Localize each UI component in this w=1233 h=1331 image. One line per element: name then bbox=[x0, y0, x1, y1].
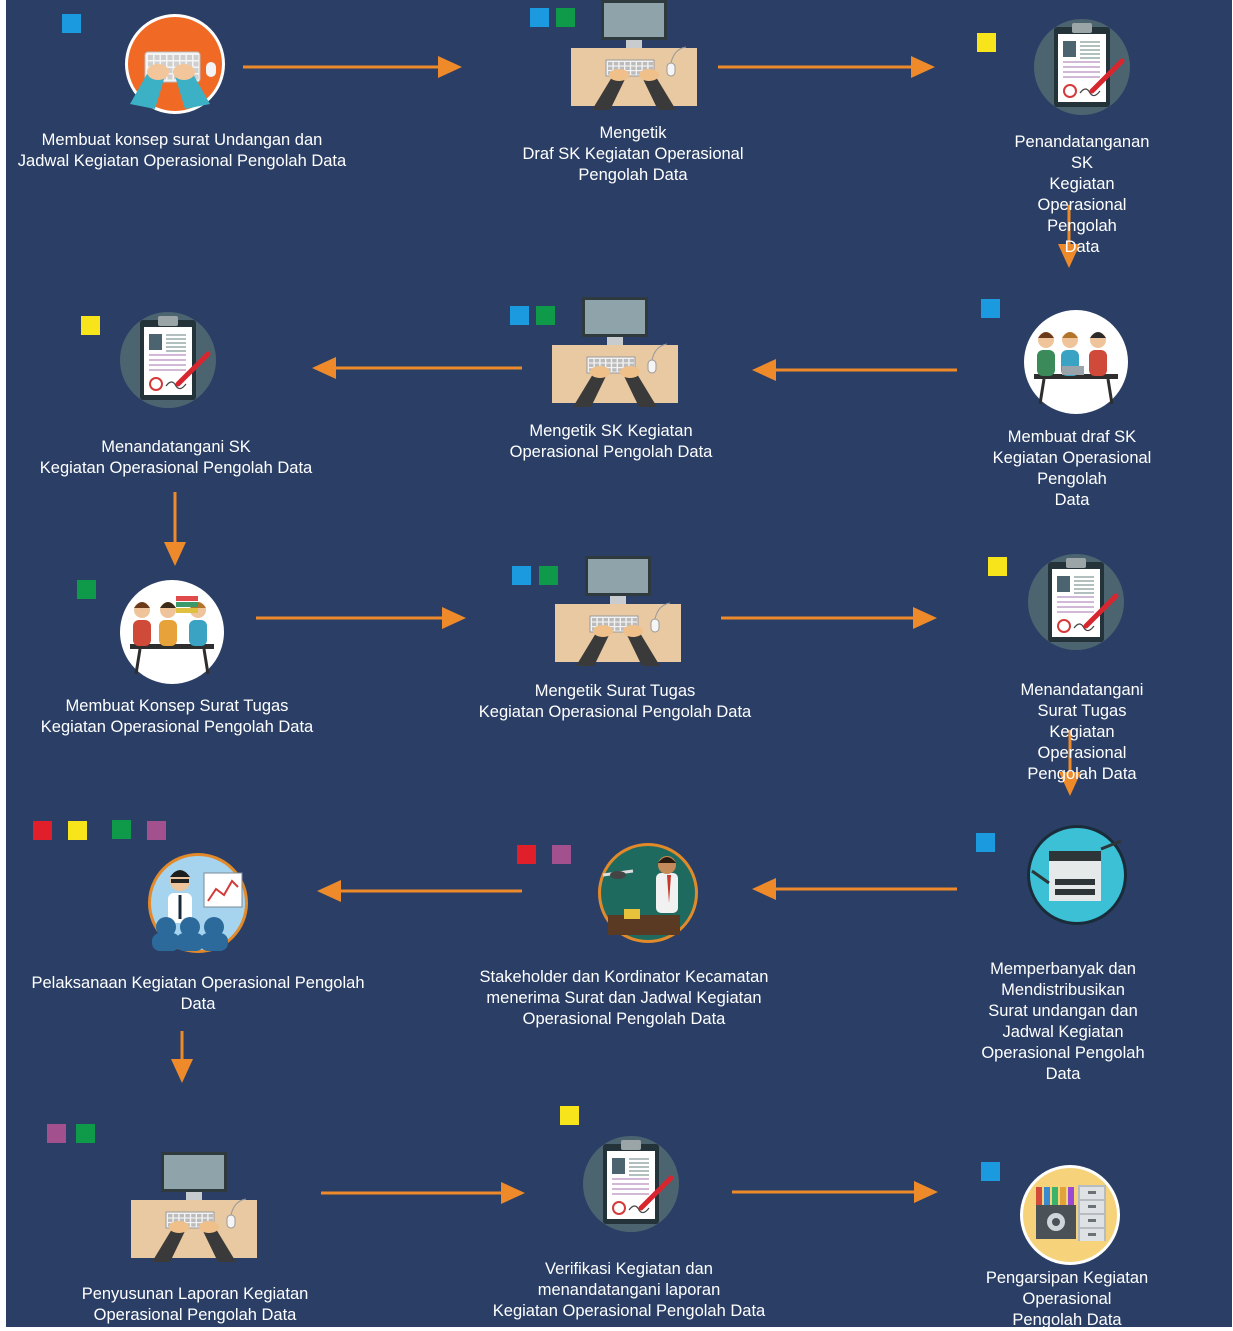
yellow-role-marker bbox=[560, 1106, 579, 1125]
flow-arrow bbox=[752, 359, 957, 381]
flow-arrow bbox=[732, 1181, 938, 1203]
purple-role-marker bbox=[47, 1124, 66, 1143]
blue-role-marker bbox=[976, 833, 995, 852]
step-caption: Penandatanganan SK Kegiatan Operasional … bbox=[1014, 133, 1150, 256]
yellow-role-marker bbox=[81, 316, 100, 335]
step-caption: Menandatangani SK Kegiatan Operasional P… bbox=[39, 438, 313, 477]
flow-arrow bbox=[1059, 730, 1081, 796]
step-caption: Mengetik SK Kegiatan Operasional Pengola… bbox=[509, 422, 713, 461]
green-role-marker bbox=[556, 8, 575, 27]
flow-arrow bbox=[321, 1182, 525, 1204]
step-caption: Memperbanyak dan Mendistribusikan Surat … bbox=[981, 960, 1145, 1083]
step-caption: Mengetik Surat Tugas Kegiatan Operasiona… bbox=[478, 682, 752, 721]
blue-role-marker bbox=[530, 8, 549, 27]
hands-typing-keyboard-icon bbox=[125, 14, 225, 114]
step-caption: Mengetik Draf SK Kegiatan Operasional Pe… bbox=[522, 124, 744, 184]
flow-arrow bbox=[317, 880, 522, 902]
blue-role-marker bbox=[512, 566, 531, 585]
computer-desk-icon bbox=[555, 556, 681, 666]
step-caption: Verifikasi Kegiatan dan menandatangani l… bbox=[492, 1260, 766, 1320]
yellow-role-marker bbox=[988, 557, 1007, 576]
green-role-marker bbox=[112, 820, 131, 839]
photocopier-icon bbox=[1027, 825, 1127, 925]
computer-desk-icon bbox=[552, 297, 678, 407]
team-discussion-icon bbox=[120, 580, 224, 684]
purple-role-marker bbox=[552, 845, 571, 864]
green-role-marker bbox=[76, 1124, 95, 1143]
signed-document-clipboard-icon bbox=[1028, 554, 1124, 650]
flow-arrow bbox=[718, 56, 935, 78]
yellow-role-marker bbox=[977, 33, 996, 52]
yellow-role-marker bbox=[68, 821, 87, 840]
blue-role-marker bbox=[510, 306, 529, 325]
step-caption: Pelaksanaan Kegiatan Operasional Pengola… bbox=[31, 974, 365, 1013]
archive-cabinet-icon bbox=[1020, 1165, 1120, 1265]
blue-role-marker bbox=[981, 1162, 1000, 1181]
green-role-marker bbox=[536, 306, 555, 325]
step-caption: Membuat Konsep Surat Tugas Kegiatan Oper… bbox=[40, 697, 314, 736]
blue-role-marker bbox=[62, 14, 81, 33]
signed-document-clipboard-icon bbox=[120, 312, 216, 408]
signed-document-clipboard-icon bbox=[1034, 19, 1130, 115]
flow-arrow bbox=[243, 56, 462, 78]
green-role-marker bbox=[539, 566, 558, 585]
press-interview-icon bbox=[598, 843, 698, 943]
step-caption: Menandatangani Surat Tugas Kegiatan Oper… bbox=[1020, 681, 1144, 783]
signed-document-clipboard-icon bbox=[583, 1136, 679, 1232]
step-caption: Membuat konsep surat Undangan dan Jadwal… bbox=[17, 131, 347, 170]
team-meeting-icon bbox=[1024, 310, 1128, 414]
step-caption: Penyusunan Laporan Kegiatan Operasional … bbox=[81, 1285, 309, 1324]
flow-arrow bbox=[256, 607, 466, 629]
blue-role-marker bbox=[981, 299, 1000, 318]
flow-arrow bbox=[312, 357, 522, 379]
green-role-marker bbox=[77, 580, 96, 599]
flow-arrow bbox=[721, 607, 937, 629]
red-role-marker bbox=[517, 845, 536, 864]
flow-arrow bbox=[752, 878, 957, 900]
red-role-marker bbox=[33, 821, 52, 840]
presentation-audience-icon bbox=[148, 853, 248, 953]
flow-arrow bbox=[1058, 205, 1080, 268]
purple-role-marker bbox=[147, 821, 166, 840]
step-caption: Stakeholder dan Kordinator Kecamatan men… bbox=[479, 968, 769, 1028]
computer-desk-icon bbox=[131, 1152, 257, 1262]
computer-desk-icon bbox=[571, 0, 697, 110]
flow-arrow bbox=[171, 1031, 193, 1083]
step-caption: Pengarsipan Kegiatan Operasional Pengola… bbox=[985, 1269, 1149, 1329]
flow-arrow bbox=[164, 492, 186, 566]
step-caption: Membuat draf SK Kegiatan Operasional Pen… bbox=[992, 428, 1152, 509]
